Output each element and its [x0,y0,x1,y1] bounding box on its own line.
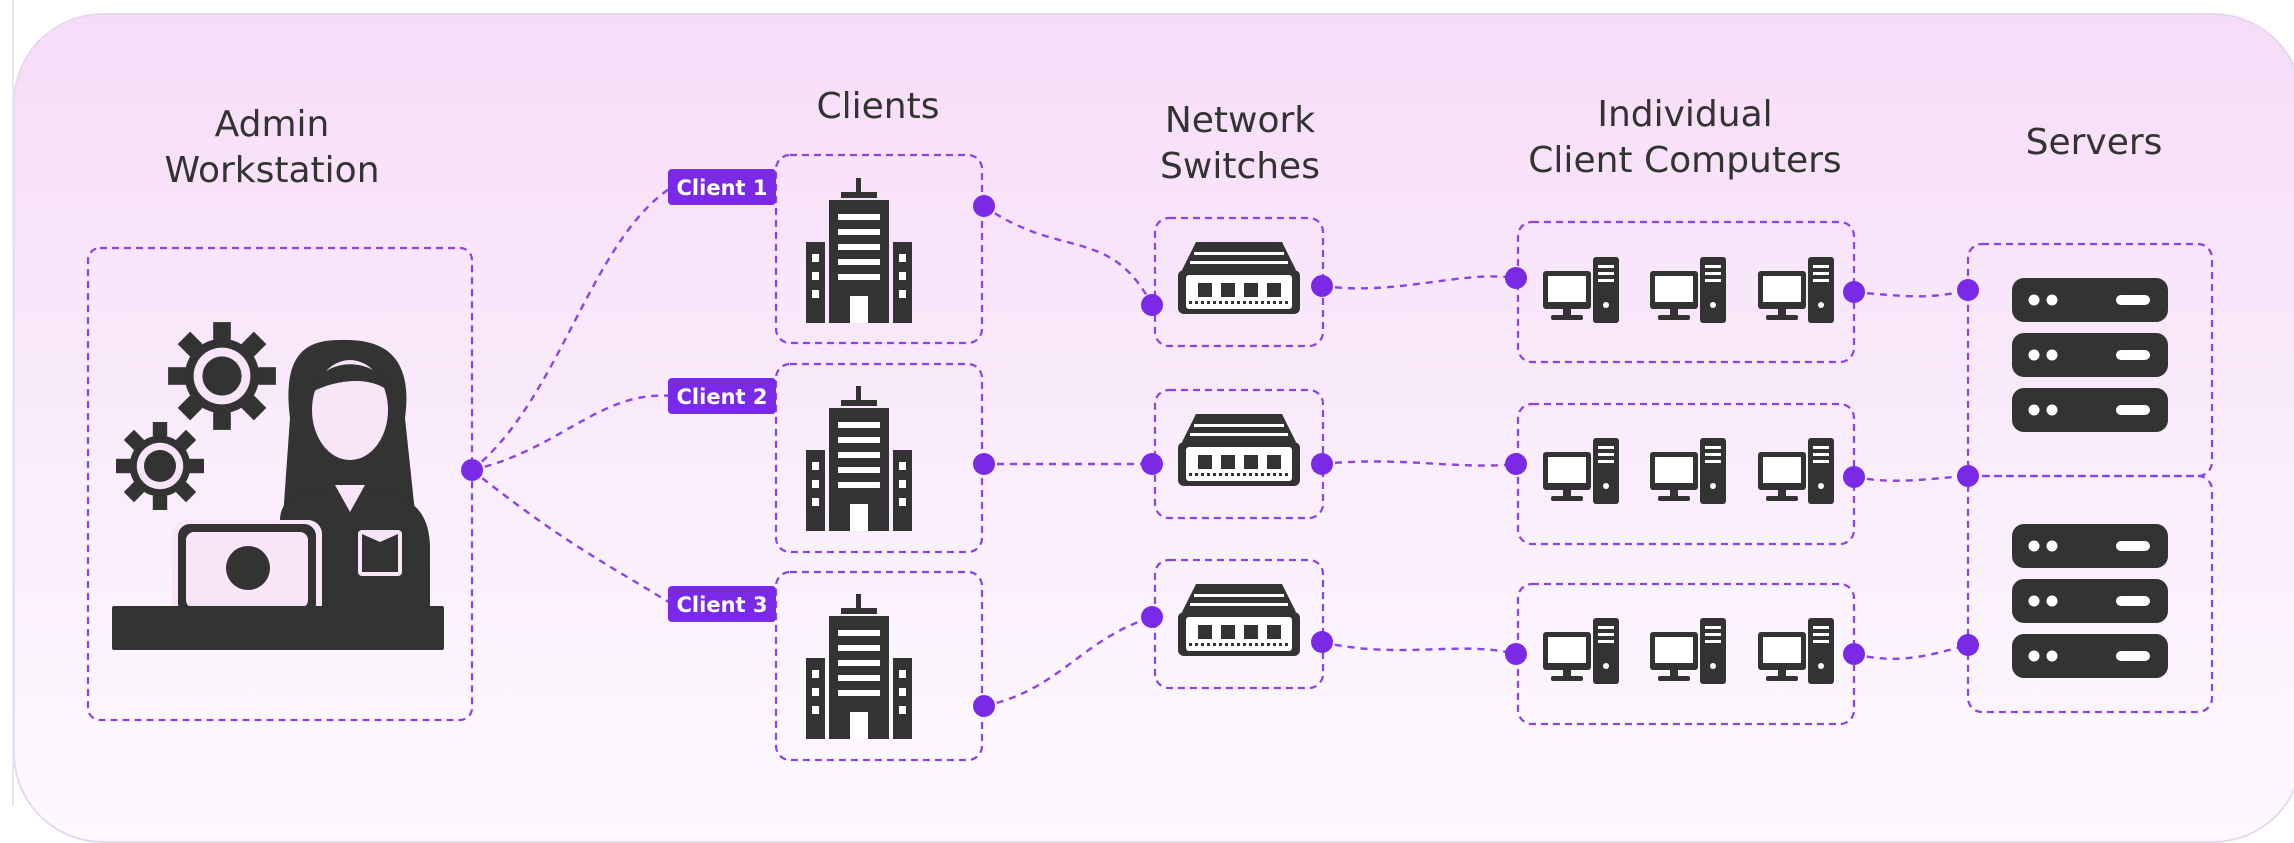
server-1 [1957,242,2214,478]
connector-dot [973,195,995,217]
connector-dot [1505,267,1527,289]
desktop-computer-icon [1758,438,1834,504]
computers-row-2 [1505,402,1865,546]
heading-admin-line2: Workstation [164,150,379,191]
connector-dot [1311,275,1333,297]
server-2-box [1966,474,2214,714]
switch-1-box [1153,216,1325,348]
server-2 [1957,465,2214,714]
connector-dot [1505,453,1527,475]
server-rack-icon [2012,278,2168,432]
network-diagram: Admin Workstation Clients Network Switch… [86,86,2214,762]
server-rack-icon [2012,524,2168,678]
office-building-icon [806,178,912,323]
office-building-icon [806,594,912,739]
heading-servers: Servers [2026,122,2163,163]
desktop-computer-icon [1543,618,1619,684]
office-building-icon [806,386,912,531]
heading-switches-line1: Network [1165,100,1315,141]
connector-dot [1957,279,1979,301]
connector-dot [1141,453,1163,475]
client-2 [774,362,995,554]
client-1-box [774,153,984,345]
connector-dot [1141,294,1163,316]
network-switch-icon [1178,584,1300,656]
connector-dot [973,695,995,717]
connector-dot [1311,631,1333,653]
left-rail [0,0,14,806]
switch-3 [1141,558,1333,690]
desktop-computer-icon [1650,438,1726,504]
desktop-computer-icon [1543,257,1619,323]
connector-dot [1311,453,1333,475]
connector-lines [471,185,1969,708]
desktop-computer-icon [1758,618,1834,684]
client-tag-label: Client 2 [677,385,768,409]
client-tag-3: Client 3 [668,586,776,622]
computers-row-3 [1505,582,1865,726]
client-1 [774,153,995,345]
connector-dot [1505,643,1527,665]
server-1-box [1966,242,2214,478]
connector-dot [1843,643,1865,665]
switch-2 [1141,388,1333,520]
connector-dot [1957,465,1979,487]
computers-row-1 [1505,220,1865,364]
connector-dot [1843,466,1865,488]
client-3-box [774,570,984,762]
desktop-computer-icon [1650,618,1726,684]
connector-dot [1957,634,1979,656]
heading-computers-line2: Client Computers [1528,140,1841,181]
client-tag-label: Client 1 [677,176,768,200]
desktop-computer-icon [1758,257,1834,323]
switch-1 [1141,216,1333,348]
admin-box [86,246,474,722]
connector-dot [1843,281,1865,303]
desktop-computer-icon [1543,438,1619,504]
client-tag-1: Client 1 [668,169,776,205]
desktop-computer-icon [1650,257,1726,323]
heading-admin-line1: Admin [215,104,330,145]
admin-connector-dot [461,459,483,481]
connector-dot [1141,606,1163,628]
heading-switches-line2: Switches [1160,146,1320,187]
network-switch-icon [1178,414,1300,486]
network-switch-icon [1178,242,1300,314]
heading-clients: Clients [817,86,940,127]
heading-computers-line1: Individual [1597,94,1772,135]
admin-workstation-icon [112,322,444,650]
connector-dot [973,453,995,475]
client-tag-label: Client 3 [677,593,768,617]
client-3 [774,570,995,762]
client-tag-2: Client 2 [668,378,776,414]
